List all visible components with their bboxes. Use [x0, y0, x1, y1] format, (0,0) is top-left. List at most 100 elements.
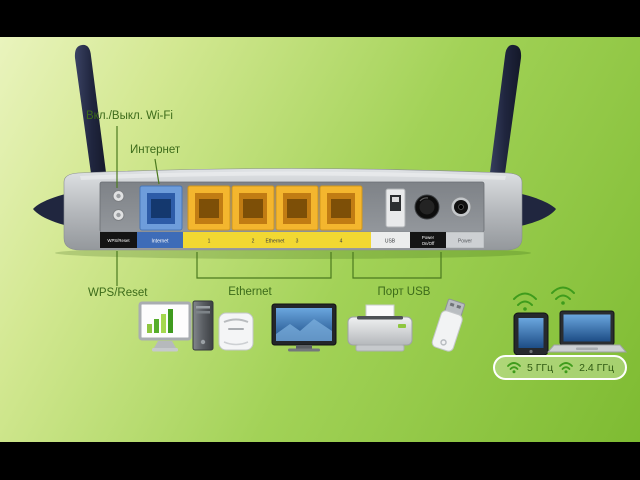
wifi-signal-icon [513, 292, 537, 311]
usb-tongue [392, 197, 399, 202]
desktop-monitor-chart-icon [138, 301, 192, 352]
flash-lanyard-hole [440, 339, 447, 346]
callout-usb-port-label: Порт USB [377, 286, 431, 298]
ethernet-port-1 [187, 185, 231, 231]
strip-label-internet: Internet [152, 239, 170, 245]
button-dot [116, 212, 121, 218]
wifi-bands-badge: 5 ГГц 2.4 ГГц [493, 355, 627, 380]
strip-label-power-switch-1: Power [422, 235, 435, 240]
wifi-arc [517, 300, 533, 306]
chart-bar [161, 314, 166, 333]
console-body [218, 312, 254, 351]
tablet-icon [513, 312, 549, 356]
callout-wifi-toggle-label: Вкл./Выкл. Wi-Fi [86, 110, 173, 122]
tv-stand [296, 345, 312, 349]
tv-picture [276, 319, 332, 341]
laptop-touchpad [576, 347, 598, 350]
ethernet-port-2 [231, 185, 275, 231]
strip-label-port4: 4 [340, 239, 343, 245]
button-dot [116, 193, 121, 199]
switch-highlight [419, 197, 429, 202]
wifi-signal-icon [507, 362, 521, 374]
port-slot [199, 199, 219, 218]
wifi-signal-icon [559, 362, 574, 374]
right-antenna [488, 44, 522, 188]
monitor-stand [154, 341, 176, 348]
band-24ghz-label: 2.4 ГГц [579, 361, 615, 374]
port-label-strip: WPS/Reset Internet 1 2 Ethernet 3 4 USB … [99, 231, 485, 249]
strip-label-power-jack: Power [458, 239, 473, 245]
port-slot [390, 195, 401, 211]
tv-icon [271, 303, 337, 352]
wifi-arc [513, 292, 537, 300]
strip-label-usb: USB [385, 239, 396, 245]
wps-reset-button [112, 209, 125, 221]
wifi-signal-icon [551, 286, 575, 305]
tablet-home-button [529, 349, 533, 354]
callout-lines [116, 126, 442, 286]
port-slot [243, 199, 263, 218]
switch-cap [419, 199, 435, 215]
laptop-screen [563, 314, 611, 342]
internet-leader-line [154, 158, 160, 185]
strip-label-ethernet: Ethernet [266, 239, 286, 245]
connector-slot [449, 302, 455, 307]
tablet-screen [518, 318, 544, 348]
printer-feed-slot [357, 316, 403, 320]
callout-internet-label: Интернет [130, 144, 181, 156]
callout-ethernet-label: Ethernet [228, 286, 272, 298]
port-slot [331, 199, 351, 218]
internet-wan-port [139, 185, 183, 231]
game-console-icon [218, 312, 254, 351]
strip-ethernet-segment [183, 232, 371, 248]
flash-body [431, 310, 463, 352]
ethernet-port-3 [275, 185, 319, 231]
pc-tower-icon [192, 300, 214, 351]
power-jack [450, 196, 472, 218]
strip-usb-segment [371, 232, 410, 248]
tv-base [288, 348, 320, 352]
port-slot [151, 199, 171, 218]
laptop-icon [546, 310, 628, 353]
monitor-base [152, 348, 178, 352]
wifi-dot [523, 307, 527, 311]
callout-wps-reset-label: WPS/Reset [88, 287, 148, 299]
printer-icon [347, 304, 413, 352]
usb-port [385, 188, 406, 228]
tower-power-button [200, 339, 206, 345]
console-disc-slot [228, 328, 244, 330]
usb-bracket [352, 252, 442, 279]
tower-drive-bay [196, 311, 210, 314]
wifi-arc [551, 286, 575, 294]
strip-label-port1: 1 [208, 239, 211, 245]
wifi-dot [561, 301, 565, 305]
chart-bar [154, 319, 159, 333]
strip-label-port3: 3 [296, 239, 299, 245]
strip-wps-segment [100, 232, 137, 248]
tower-drive-bay [196, 306, 210, 309]
body-highlight [80, 171, 506, 180]
console-curve [223, 318, 249, 323]
printer-status-light [398, 324, 406, 328]
chart-bar [147, 324, 152, 333]
connector-slot [456, 304, 462, 309]
strip-internet-segment [137, 232, 183, 248]
chart-bar [168, 309, 173, 333]
left-antenna [74, 44, 108, 188]
band-5ghz-label: 5 ГГц [526, 361, 554, 374]
wifi-arc [555, 294, 571, 300]
wifi-toggle-button [112, 190, 125, 202]
strip-label-power-switch-2: On/Off [422, 241, 435, 246]
jack-pin [458, 204, 464, 210]
usb-flash-drive-icon [431, 298, 466, 352]
port-slot [287, 199, 307, 218]
ethernet-port-4 [319, 185, 363, 231]
power-switch [414, 194, 440, 220]
strip-label-wps-reset: WPS/Reset [107, 238, 130, 243]
letterbox-top [0, 0, 640, 37]
printer-body [347, 316, 413, 346]
strip-label-port2: 2 [252, 239, 255, 245]
strip-power-switch-segment [410, 232, 446, 248]
